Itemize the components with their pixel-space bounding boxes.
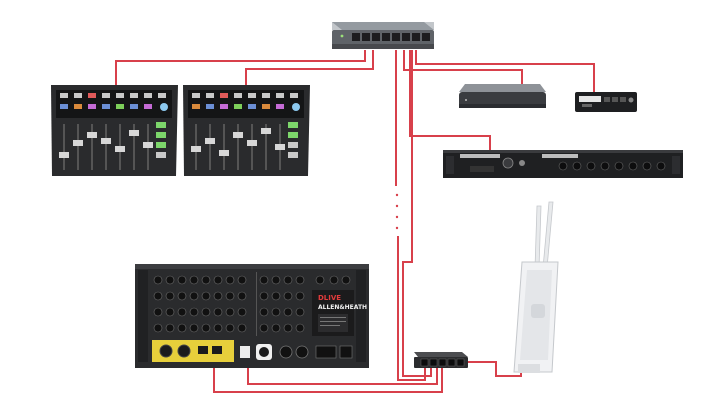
stagebox-brand-name: ALLEN&HEATH bbox=[318, 304, 367, 311]
stagebox-dlive-logo: DLIVE bbox=[318, 294, 341, 302]
fader-controller-1 bbox=[51, 85, 178, 176]
cable-gap-dots bbox=[396, 194, 398, 229]
cable-switch-to-controller-2 bbox=[246, 50, 373, 86]
dlive-stagebox: DLIVE ALLEN&HEATH bbox=[135, 264, 369, 368]
wireless-access-point bbox=[514, 202, 558, 373]
usb-audio-interface bbox=[575, 92, 637, 112]
bottom-switch-ports bbox=[421, 359, 464, 366]
cable-uplink-right bbox=[403, 50, 431, 376]
stagebox-network-card bbox=[152, 340, 234, 362]
rack-interface bbox=[443, 150, 683, 178]
bottom-network-switch bbox=[414, 352, 468, 368]
top-network-switch bbox=[332, 22, 434, 49]
cable-switch-to-wifi-ap bbox=[467, 362, 521, 376]
fader-controller-2 bbox=[183, 85, 310, 176]
cable-switch-to-mac-mini bbox=[404, 50, 522, 84]
mac-mini-computer bbox=[459, 84, 546, 108]
